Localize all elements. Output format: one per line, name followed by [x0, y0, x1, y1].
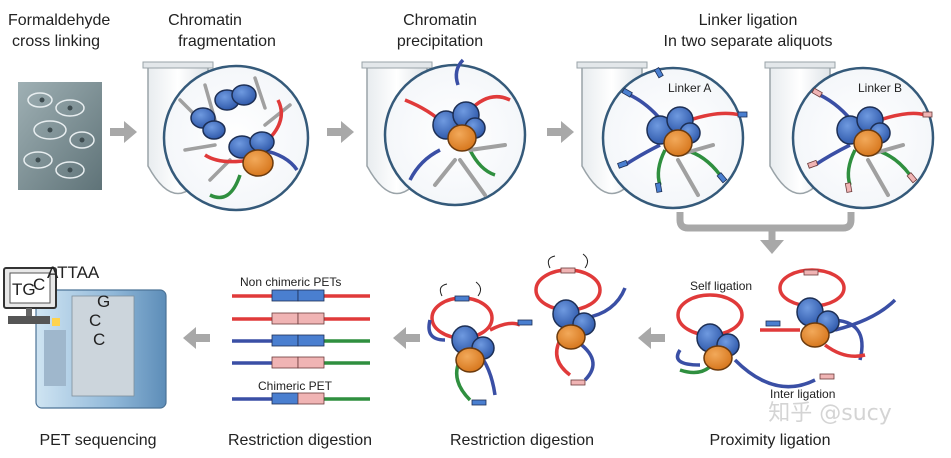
title-precipitation-2: precipitation	[397, 33, 483, 50]
circle-linker-b: Linker B	[791, 66, 935, 210]
title-fragmentation-2: fragmentation	[178, 33, 276, 50]
title-linker-1: Linker ligation	[699, 12, 798, 29]
label-linker-a: Linker A	[668, 81, 711, 95]
arrow-right-3	[547, 121, 574, 143]
label-chimeric: Chimeric PET	[258, 379, 333, 393]
restriction-structure	[427, 253, 627, 406]
title-precipitation-1: Chromatin	[403, 12, 477, 29]
seq-attaa: ATTAA	[47, 263, 100, 282]
seq-tg: TG	[12, 280, 36, 299]
label-linker-b: Linker B	[858, 81, 902, 95]
sequencer-machine	[35, 289, 167, 409]
top-arrows	[110, 121, 574, 143]
title-fragmentation-1: Chromatin	[168, 12, 242, 29]
label-inter-ligation: Inter ligation	[770, 387, 835, 401]
watermark: 知乎 @sucy	[768, 401, 892, 426]
label-self-ligation: Self ligation	[690, 279, 752, 293]
circle-fragmentation	[162, 64, 310, 212]
title-restriction-1: Restriction digestion	[228, 432, 372, 449]
title-proximity: Proximity ligation	[710, 432, 831, 449]
circle-precipitation	[383, 58, 527, 207]
pet-row-3	[232, 334, 370, 347]
pet-row-2	[232, 312, 370, 325]
label-non-chimeric: Non chimeric PETs	[240, 275, 341, 289]
arrow-left-1	[638, 327, 665, 349]
title-sequencing: PET sequencing	[39, 432, 156, 449]
monitor-icon	[3, 267, 57, 324]
arrow-right-1	[110, 121, 137, 143]
sequence-letters: TG C ATTAA G C C	[12, 263, 110, 349]
cell-micrograph	[18, 82, 102, 190]
pet-row-4	[232, 356, 370, 369]
seq-c1: C	[33, 275, 45, 294]
seq-g: G	[97, 292, 110, 311]
title-formaldehyde-1: Formaldehyde	[8, 12, 110, 29]
pet-list: Non chimeric PETs Chimeric PET	[232, 275, 370, 405]
arrow-down	[760, 240, 784, 254]
bottom-arrows	[183, 327, 665, 349]
pet-row-1	[232, 289, 370, 302]
merge-bracket	[676, 212, 855, 254]
pet-row-chimeric	[232, 392, 370, 405]
seq-c2: C	[89, 311, 101, 330]
proximity-ligation: Self ligation Inter ligation	[675, 268, 897, 401]
title-formaldehyde-2: cross linking	[12, 33, 100, 50]
circle-linker-a: Linker A	[601, 66, 748, 210]
title-linker-2: In two separate aliquots	[664, 33, 833, 50]
arrow-left-2	[393, 327, 420, 349]
arrow-left-3	[183, 327, 210, 349]
seq-c3: C	[93, 330, 105, 349]
arrow-right-2	[327, 121, 354, 143]
title-restriction-2: Restriction digestion	[450, 432, 594, 449]
